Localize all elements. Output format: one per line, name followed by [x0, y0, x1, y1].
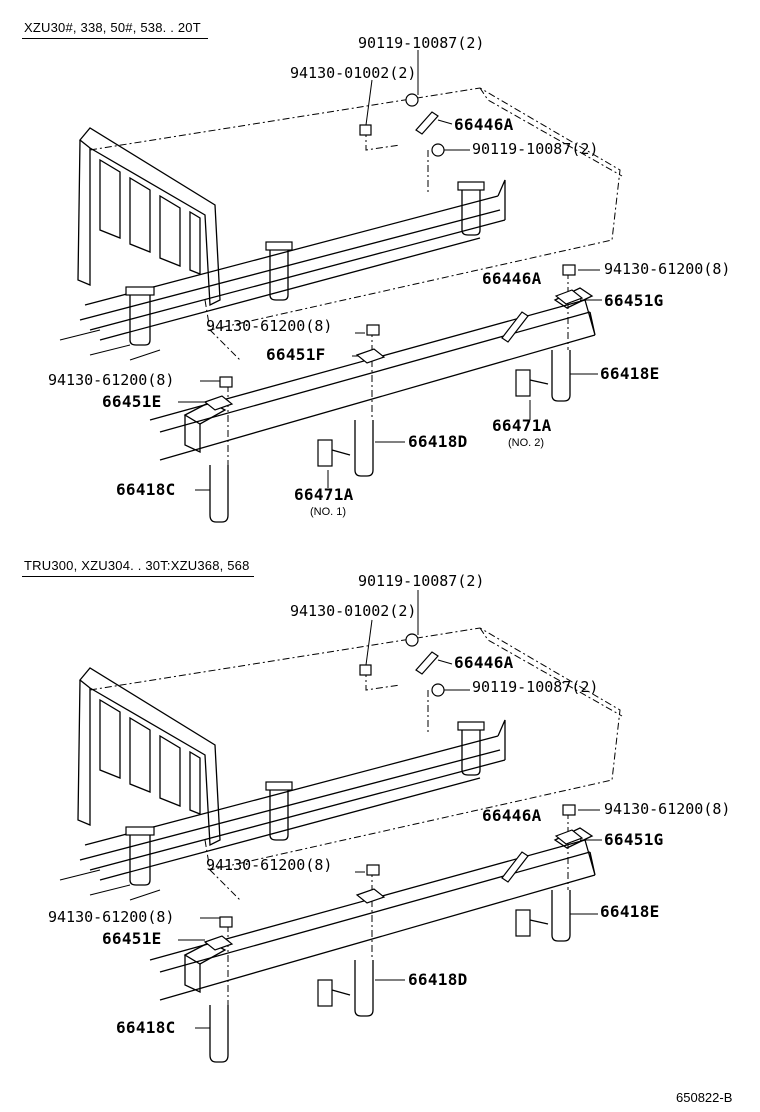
- label-bolt-left-2: 66418C: [116, 1018, 176, 1037]
- label-bolt-center-1: 66418D: [408, 432, 468, 451]
- label-bracket-top-2: 66446A: [454, 653, 514, 672]
- section-1-header-underline: [22, 38, 208, 39]
- section-2-header-underline: [22, 576, 254, 577]
- leader-lines-bottom: [178, 590, 602, 1029]
- label-plate-left-1: 66451E: [102, 392, 162, 411]
- label-bolt-mid-2: 90119-10087(2): [472, 678, 599, 696]
- label-plate-right-1: 66451G: [604, 291, 664, 310]
- label-clip-no1-1: 66471A: [294, 485, 354, 504]
- label-bolt-center-2: 66418D: [408, 970, 468, 989]
- label-bolt-right-1: 66418E: [600, 364, 660, 383]
- label-nut-right-1: 94130-61200(8): [604, 260, 731, 278]
- leader-lines-top: [178, 50, 602, 491]
- label-clip-no1-note-1: (NO. 1): [310, 506, 347, 518]
- label-plate-right-2: 66451G: [604, 830, 664, 849]
- label-bolt-left-1: 66418C: [116, 480, 176, 499]
- label-nut-center-2: 94130-61200(8): [206, 856, 333, 874]
- label-clip-no2-note-1: (NO. 2): [508, 437, 545, 449]
- label-plate-center-1: 66451F: [266, 345, 326, 364]
- label-bolt-top-2: 90119-10087(2): [358, 572, 485, 590]
- label-nut-top-1: 94130-01002(2): [290, 64, 417, 82]
- label-nut-left-2: 94130-61200(8): [48, 908, 175, 926]
- label-bolt-top-1: 90119-10087(2): [358, 34, 485, 52]
- label-bolt-mid-1: 90119-10087(2): [472, 140, 599, 158]
- section-1-header: XZU30#, 338, 50#, 538. . 20T: [24, 20, 201, 35]
- label-bracket-right-1: 66446A: [482, 269, 542, 288]
- label-clip-no2-1: 66471A: [492, 416, 552, 435]
- section-2-header: TRU300, XZU304. . 30T:XZU368, 568: [24, 558, 250, 573]
- figure-id: 650822-B: [676, 1090, 733, 1105]
- label-plate-left-2: 66451E: [102, 929, 162, 948]
- label-bracket-top-1: 66446A: [454, 115, 514, 134]
- label-nut-top-2: 94130-01002(2): [290, 602, 417, 620]
- label-bolt-right-2: 66418E: [600, 902, 660, 921]
- label-nut-right-2: 94130-61200(8): [604, 800, 731, 818]
- label-bracket-right-2: 66446A: [482, 806, 542, 825]
- label-nut-center-1: 94130-61200(8): [206, 317, 333, 335]
- label-nut-left-1: 94130-61200(8): [48, 371, 175, 389]
